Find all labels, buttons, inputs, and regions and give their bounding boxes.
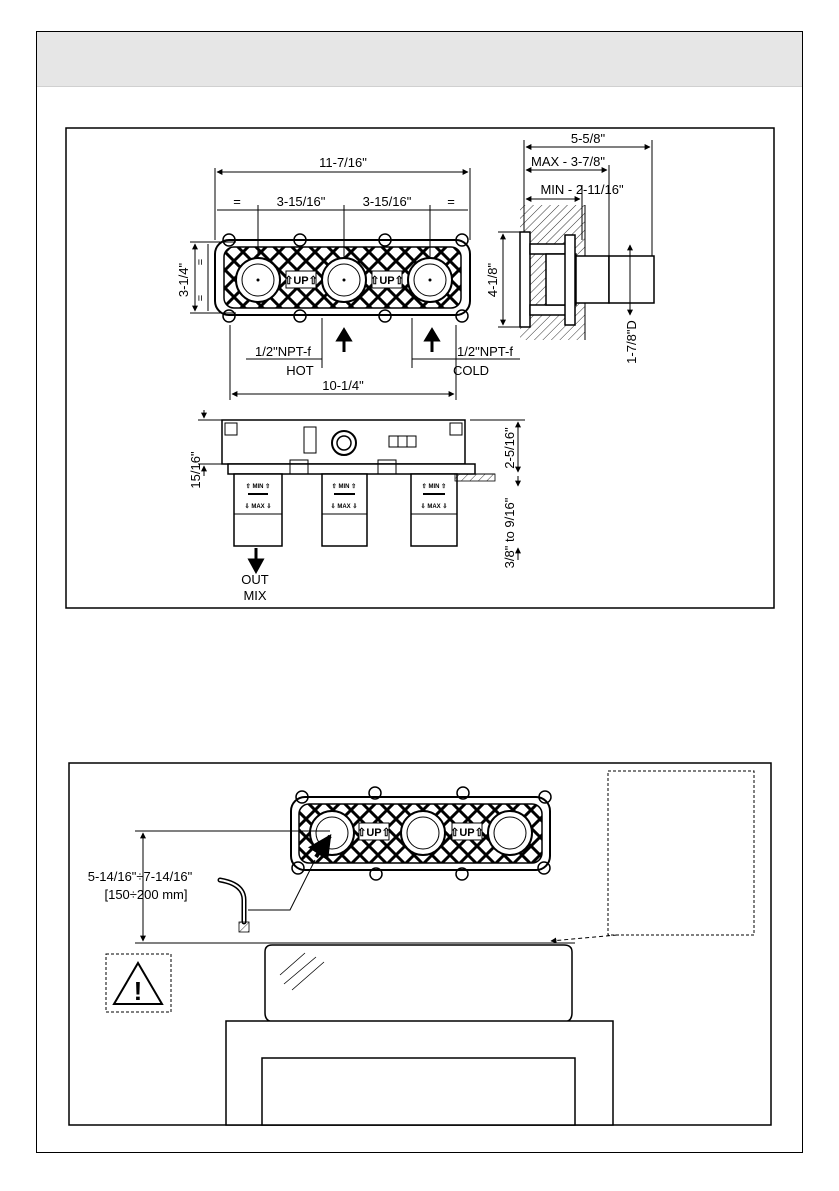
min-marking: ⇧ MIN ⇧ xyxy=(332,483,356,490)
dimension-equal-right: = xyxy=(447,194,455,209)
cold-inlet-arrow-icon xyxy=(426,330,438,352)
callout-leader xyxy=(551,935,617,941)
warning-symbol: ! xyxy=(134,976,143,1006)
up-marking: ⇧UP⇧ xyxy=(284,275,318,287)
dimension-spacing-right: 3-15/16" xyxy=(363,194,412,209)
hot-thread-label: 1/2"NPT-f xyxy=(255,344,311,359)
dimension-front-left: 15/16" xyxy=(188,451,203,489)
dimension-inlet-spacing: 10-1/4" xyxy=(322,378,364,393)
detail-callout-box xyxy=(608,771,754,935)
outlet-label: OUT xyxy=(241,572,269,587)
up-marking: ⇧UP⇧ xyxy=(370,275,404,287)
dimension-equal-left: = xyxy=(233,194,241,209)
max-marking: ⇩ MAX ⇩ xyxy=(421,503,448,510)
side-view xyxy=(520,205,654,340)
hot-label: HOT xyxy=(286,363,314,378)
dimension-overall-width: 11-7/16" xyxy=(319,155,367,170)
dimension-adjust-range: 3/8" to 9/16" xyxy=(502,497,517,568)
outlet-arrow-icon xyxy=(250,548,262,571)
max-marking: ⇩ MAX ⇩ xyxy=(331,503,358,510)
dimension-height-range: 5-14/16"÷7-14/16" xyxy=(88,869,193,884)
box-illustration xyxy=(291,787,551,880)
dimension-equal-top: = xyxy=(195,259,207,265)
up-marking: ⇧UP⇧ xyxy=(450,827,484,839)
dimension-diameter: 1-7/8"D xyxy=(624,320,639,364)
dimension-side-height: 4-1/8" xyxy=(485,262,500,297)
dimension-depth-max: MAX - 3-7/8" xyxy=(531,154,605,169)
dimension-depth-total: 5-5/8" xyxy=(571,131,606,146)
dimension-spacing-left: 3-15/16" xyxy=(277,194,326,209)
hot-inlet-arrow-icon xyxy=(338,330,350,352)
max-marking: ⇩ MAX ⇩ xyxy=(245,503,272,510)
dimension-front-right: 2-5/16" xyxy=(502,427,517,469)
front-view: ⇧UP⇧ ⇧UP⇧ xyxy=(215,234,470,322)
basin-illustration xyxy=(226,945,613,1125)
dimension-height-range-mm: [150÷200 mm] xyxy=(104,887,187,902)
up-marking: ⇧UP⇧ xyxy=(357,827,391,839)
dimension-equal-bottom: = xyxy=(195,295,207,301)
cold-label: COLD xyxy=(453,363,489,378)
dimension-height: 3-1/4" xyxy=(176,262,191,297)
outlet-mix-label: MIX xyxy=(243,588,266,603)
top-view xyxy=(222,420,475,546)
min-marking: ⇧ MIN ⇧ xyxy=(422,483,446,490)
cold-thread-label: 1/2"NPT-f xyxy=(457,344,513,359)
min-marking: ⇧ MIN ⇧ xyxy=(246,483,270,490)
dimension-depth-min: MIN - 2-11/16" xyxy=(540,182,624,197)
